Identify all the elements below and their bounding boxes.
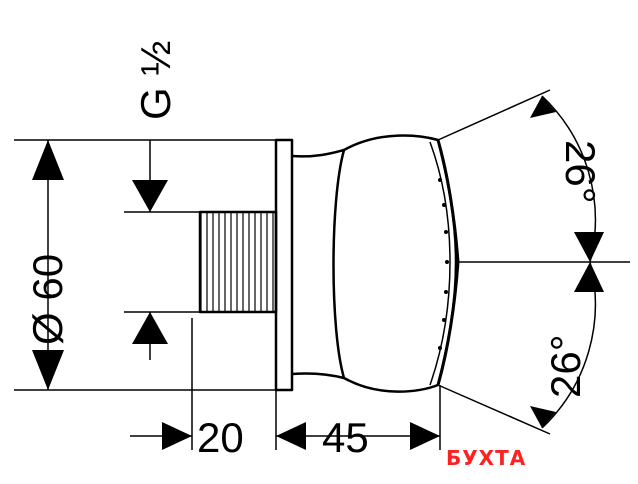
body-neck: [291, 148, 346, 380]
length-label-45: 45: [322, 414, 369, 461]
arrow-down-icon: [574, 232, 604, 262]
product-outline: [198, 134, 460, 393]
arrow-up-icon: [132, 312, 168, 344]
angle-label-lower: 26°: [542, 334, 589, 398]
threaded-connector: [198, 210, 278, 314]
angle-label-upper: 26°: [557, 140, 604, 204]
dimension-labels: G ½ Ø 60 20 45 26° 26°: [24, 41, 604, 461]
thread-label: G ½: [132, 41, 179, 120]
watermark-logo: БУХТА: [446, 446, 527, 470]
arrow-right-icon: [410, 422, 440, 450]
arrow-down-icon: [32, 350, 64, 390]
arrow-icon: [530, 96, 556, 118]
arrow-up-icon: [32, 140, 64, 180]
arrow-right-icon: [162, 422, 192, 450]
arrow-left-icon: [276, 422, 306, 450]
diameter-label: Ø 60: [24, 254, 71, 345]
length-label-20: 20: [197, 414, 244, 461]
arrow-down-icon: [132, 180, 168, 212]
wall-flange: [274, 138, 294, 392]
dimension-arrows: [32, 96, 604, 450]
arrow-icon: [530, 406, 556, 428]
dimension-lines: [14, 89, 630, 450]
nozzle-dots: [438, 178, 449, 350]
arrow-up-icon: [574, 262, 604, 292]
